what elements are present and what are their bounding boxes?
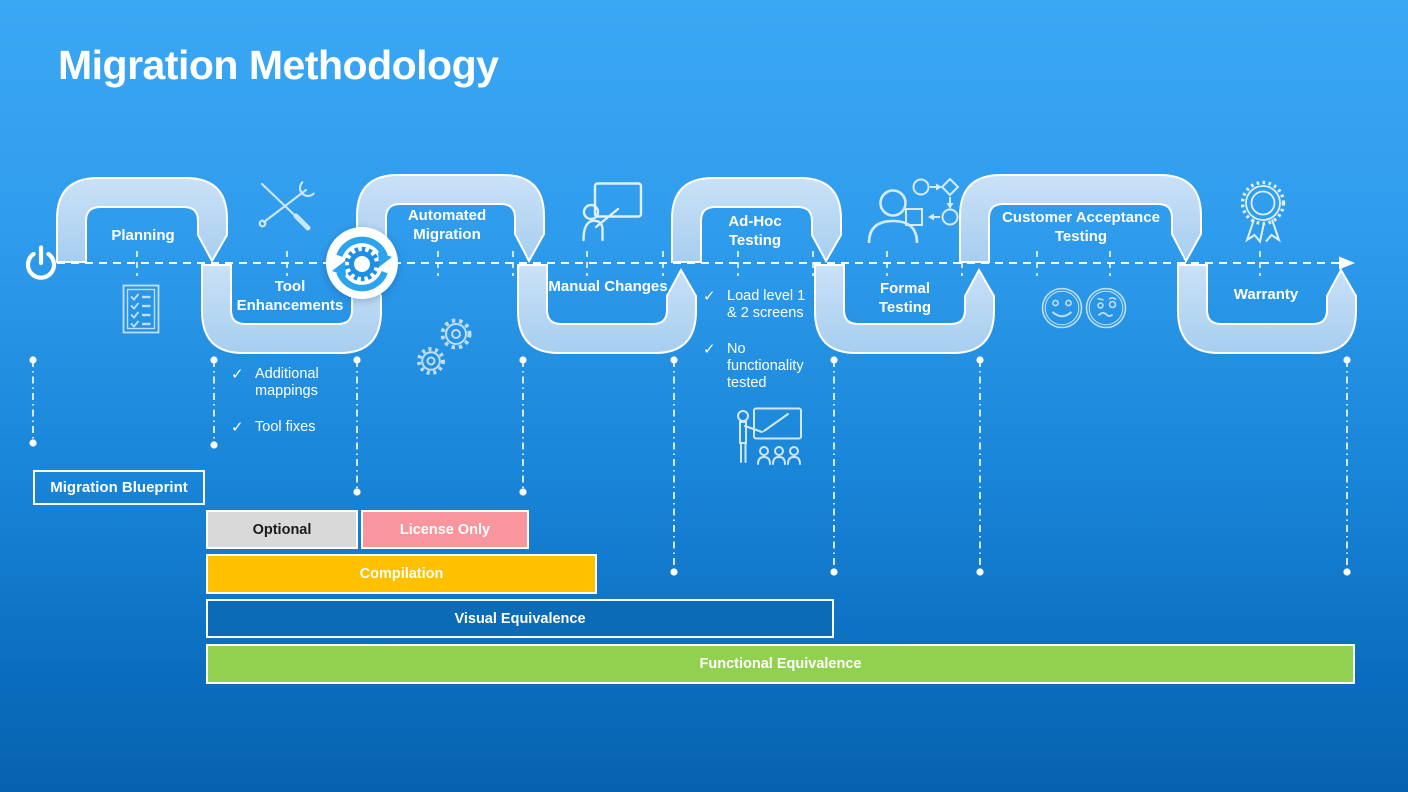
bar-label: Visual Equivalence (454, 610, 586, 627)
gears-icon (417, 318, 472, 375)
list-item: ✓ No functionality tested (703, 341, 811, 392)
page-title: Migration Methodology (58, 42, 499, 88)
stage-label-formal-testing: Formal Testing (878, 280, 932, 316)
check-icon: ✓ (703, 288, 716, 305)
smiley-happy-icon (1041, 287, 1083, 329)
sync-gear-badge-icon (332, 236, 392, 292)
list-item: ✓ Load level 1 & 2 screens (703, 288, 811, 322)
check-icon: ✓ (703, 341, 716, 358)
stage-arch-automated-migration (356, 174, 545, 263)
manual-changes-arch-shape (517, 264, 697, 354)
stage-label-warranty: Warranty (1233, 286, 1299, 303)
bullet-text: No functionality tested (727, 341, 804, 391)
bar-label: Functional Equivalence (699, 656, 862, 672)
list-item: ✓ Tool fixes (231, 419, 339, 436)
check-icon: ✓ (231, 366, 244, 383)
stage-arch-formal-testing (814, 264, 995, 354)
sync-gear-badge (326, 227, 398, 299)
bullet-text: Tool fixes (255, 419, 316, 435)
smiley-confused-icon (1085, 287, 1127, 329)
stage-label-customer-acceptance-testing: Customer Acceptance Testing (1002, 209, 1160, 245)
stage-label-tool-enhancements: Tool Enhancements (236, 278, 344, 314)
training-icon (737, 407, 802, 465)
award-ribbon-icon (1240, 180, 1286, 244)
presentation-icon (582, 182, 643, 242)
automated-migration-arch-shape (356, 174, 545, 263)
stage-arch-manual-changes (517, 264, 697, 354)
ad-hoc-testing-arch-shape (671, 177, 842, 263)
review-flow-icon (867, 177, 960, 244)
checklist-icon (122, 284, 160, 334)
stage-arch-planning (56, 177, 228, 263)
bar-label: License Only (399, 521, 491, 538)
check-icon: ✓ (231, 419, 244, 436)
bar-optional: Optional (206, 510, 358, 549)
customer-acceptance-testing-arch-shape (959, 174, 1202, 263)
bar-label: Compilation (359, 566, 444, 582)
stage-arch-customer-acceptance-testing (959, 174, 1202, 263)
ad-hoc-testing-bullets: ✓ Load level 1 & 2 screens ✓ No function… (703, 288, 811, 411)
bar-visual-equivalence: Visual Equivalence (206, 599, 834, 638)
list-item: ✓ Additional mappings (231, 366, 339, 400)
bullet-text: Additional mappings (255, 366, 319, 399)
bullet-text: Load level 1 & 2 screens (727, 288, 806, 321)
tools-icon (258, 181, 315, 231)
formal-testing-arch-shape (814, 264, 995, 354)
migration-blueprint-box: Migration Blueprint (33, 470, 205, 505)
tool-enhancements-bullets: ✓ Additional mappings ✓ Tool fixes (231, 366, 339, 455)
migration-blueprint-label: Migration Blueprint (50, 479, 188, 496)
bar-label: Optional (252, 521, 312, 538)
stage-label-ad-hoc-testing: Ad-Hoc Testing (728, 213, 782, 249)
bar-compilation: Compilation (206, 554, 597, 594)
stage-label-planning: Planning (111, 227, 175, 244)
warranty-arch-shape (1177, 264, 1357, 354)
power-icon (25, 245, 57, 280)
smiley-icons (1041, 287, 1127, 329)
bar-license-only: License Only (361, 510, 529, 549)
planning-arch-shape (56, 177, 228, 263)
stage-label-automated-migration: Automated Migration (407, 207, 487, 243)
bar-functional-equivalence: Functional Equivalence (206, 644, 1355, 684)
stage-arch-warranty (1177, 264, 1357, 354)
stage-label-manual-changes: Manual Changes (548, 278, 668, 295)
stage-arch-ad-hoc-testing (671, 177, 842, 263)
